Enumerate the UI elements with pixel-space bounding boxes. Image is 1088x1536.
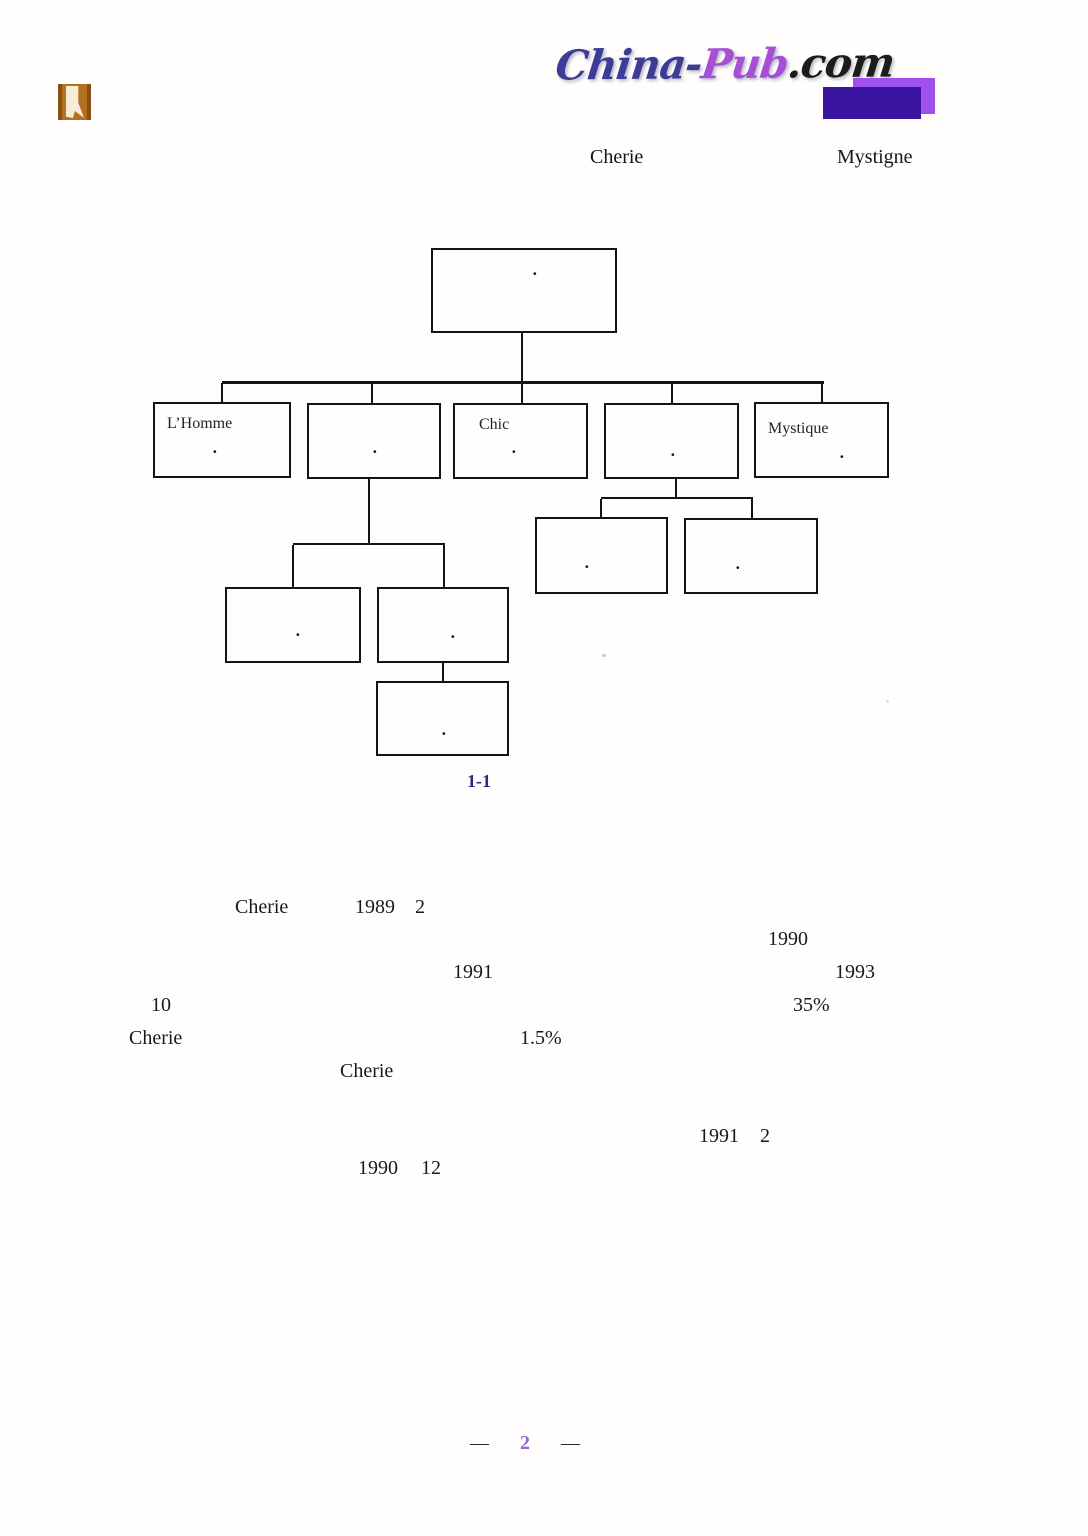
header-text-mystigne: Mystigne <box>837 146 913 168</box>
org-box-chic-label: Chic <box>479 416 510 433</box>
org-box-sub-4-1-dot: · <box>584 557 590 576</box>
text-fragment: 1990 <box>768 928 808 950</box>
text-fragment: 1.5% <box>520 1027 562 1049</box>
org-box-division-2-dot: · <box>372 442 378 461</box>
text-fragment: 10 <box>151 994 171 1016</box>
text-fragment: 1993 <box>835 961 875 983</box>
connector-stub-sub42 <box>751 499 753 518</box>
scan-speck <box>886 700 889 703</box>
text-fragment: 12 <box>421 1157 441 1179</box>
connector-division4-down <box>675 479 677 499</box>
org-box-sub-4-1: · <box>535 517 668 594</box>
org-box-mystique-label: Mystique <box>768 420 829 437</box>
text-fragment: 35% <box>793 994 830 1016</box>
org-box-sub-2-2-dot: · <box>450 627 456 646</box>
org-box-chic-dot: · <box>511 442 517 461</box>
connector-division4-horizontal <box>601 497 753 499</box>
book-icon <box>58 84 91 120</box>
connector-main-horizontal <box>222 381 824 384</box>
text-fragment: Cherie <box>235 896 289 918</box>
scan-speck <box>602 654 606 657</box>
text-fragment: 1989 <box>355 896 395 918</box>
logo-square-dark <box>823 87 921 119</box>
connector-division2-horizontal <box>293 543 445 545</box>
org-box-root-dot: · <box>532 264 538 283</box>
connector-root-down <box>521 333 523 403</box>
connector-stub-sub21 <box>292 545 294 587</box>
org-box-division-4-dot: · <box>670 445 676 464</box>
org-box-sub-4-2: · <box>684 518 818 594</box>
org-box-root: · <box>431 248 617 333</box>
text-fragment: 1991 <box>453 961 493 983</box>
page-footer: — 2 — <box>470 1432 580 1455</box>
org-box-mystique-dot: · <box>839 447 845 466</box>
figure-caption: 1-1 <box>467 771 491 791</box>
connector-division2-down <box>368 479 370 545</box>
connector-stub-mystique <box>821 383 823 402</box>
page-number: 2 <box>520 1432 530 1454</box>
text-fragment: 2 <box>415 896 425 918</box>
header-text-cherie: Cherie <box>590 146 644 168</box>
org-chart-figure: · L’Homme · · Chic · · Mystique · · · · <box>153 248 889 791</box>
connector-stub-sub22 <box>443 545 445 587</box>
org-box-chic: Chic · <box>453 403 588 479</box>
text-fragment: 1991 <box>699 1125 739 1147</box>
org-box-sub-2-2-1: · <box>376 681 509 756</box>
connector-stub-sub41 <box>600 499 602 517</box>
org-box-lhomme-label: L’Homme <box>167 415 233 432</box>
org-box-division-4: · <box>604 403 739 479</box>
text-fragment: 2 <box>760 1125 770 1147</box>
org-box-sub-4-2-dot: · <box>735 558 741 577</box>
connector-stub-division4 <box>671 383 673 403</box>
text-fragment: Cherie <box>340 1060 394 1082</box>
org-box-lhomme-dot: · <box>212 442 218 461</box>
org-box-mystique: Mystique · <box>754 402 889 478</box>
org-box-lhomme: L’Homme · <box>153 402 291 478</box>
org-box-division-2: · <box>307 403 441 479</box>
org-box-sub-2-1-dot: · <box>295 625 301 644</box>
org-box-sub-2-2: · <box>377 587 509 663</box>
text-fragment: Cherie <box>129 1027 183 1049</box>
org-box-sub-2-1: · <box>225 587 361 663</box>
body-text: Cherie 1989 2 1990 1991 1993 10 35% Cher… <box>0 880 1088 1200</box>
connector-sub22-down <box>442 663 444 681</box>
connector-stub-division2 <box>371 383 373 403</box>
footer-dash-left: — <box>470 1432 489 1454</box>
text-fragment: 1990 <box>358 1157 398 1179</box>
org-box-sub-2-2-1-dot: · <box>441 724 447 743</box>
connector-stub-lhomme <box>221 383 223 402</box>
footer-dash-right: — <box>561 1432 580 1454</box>
